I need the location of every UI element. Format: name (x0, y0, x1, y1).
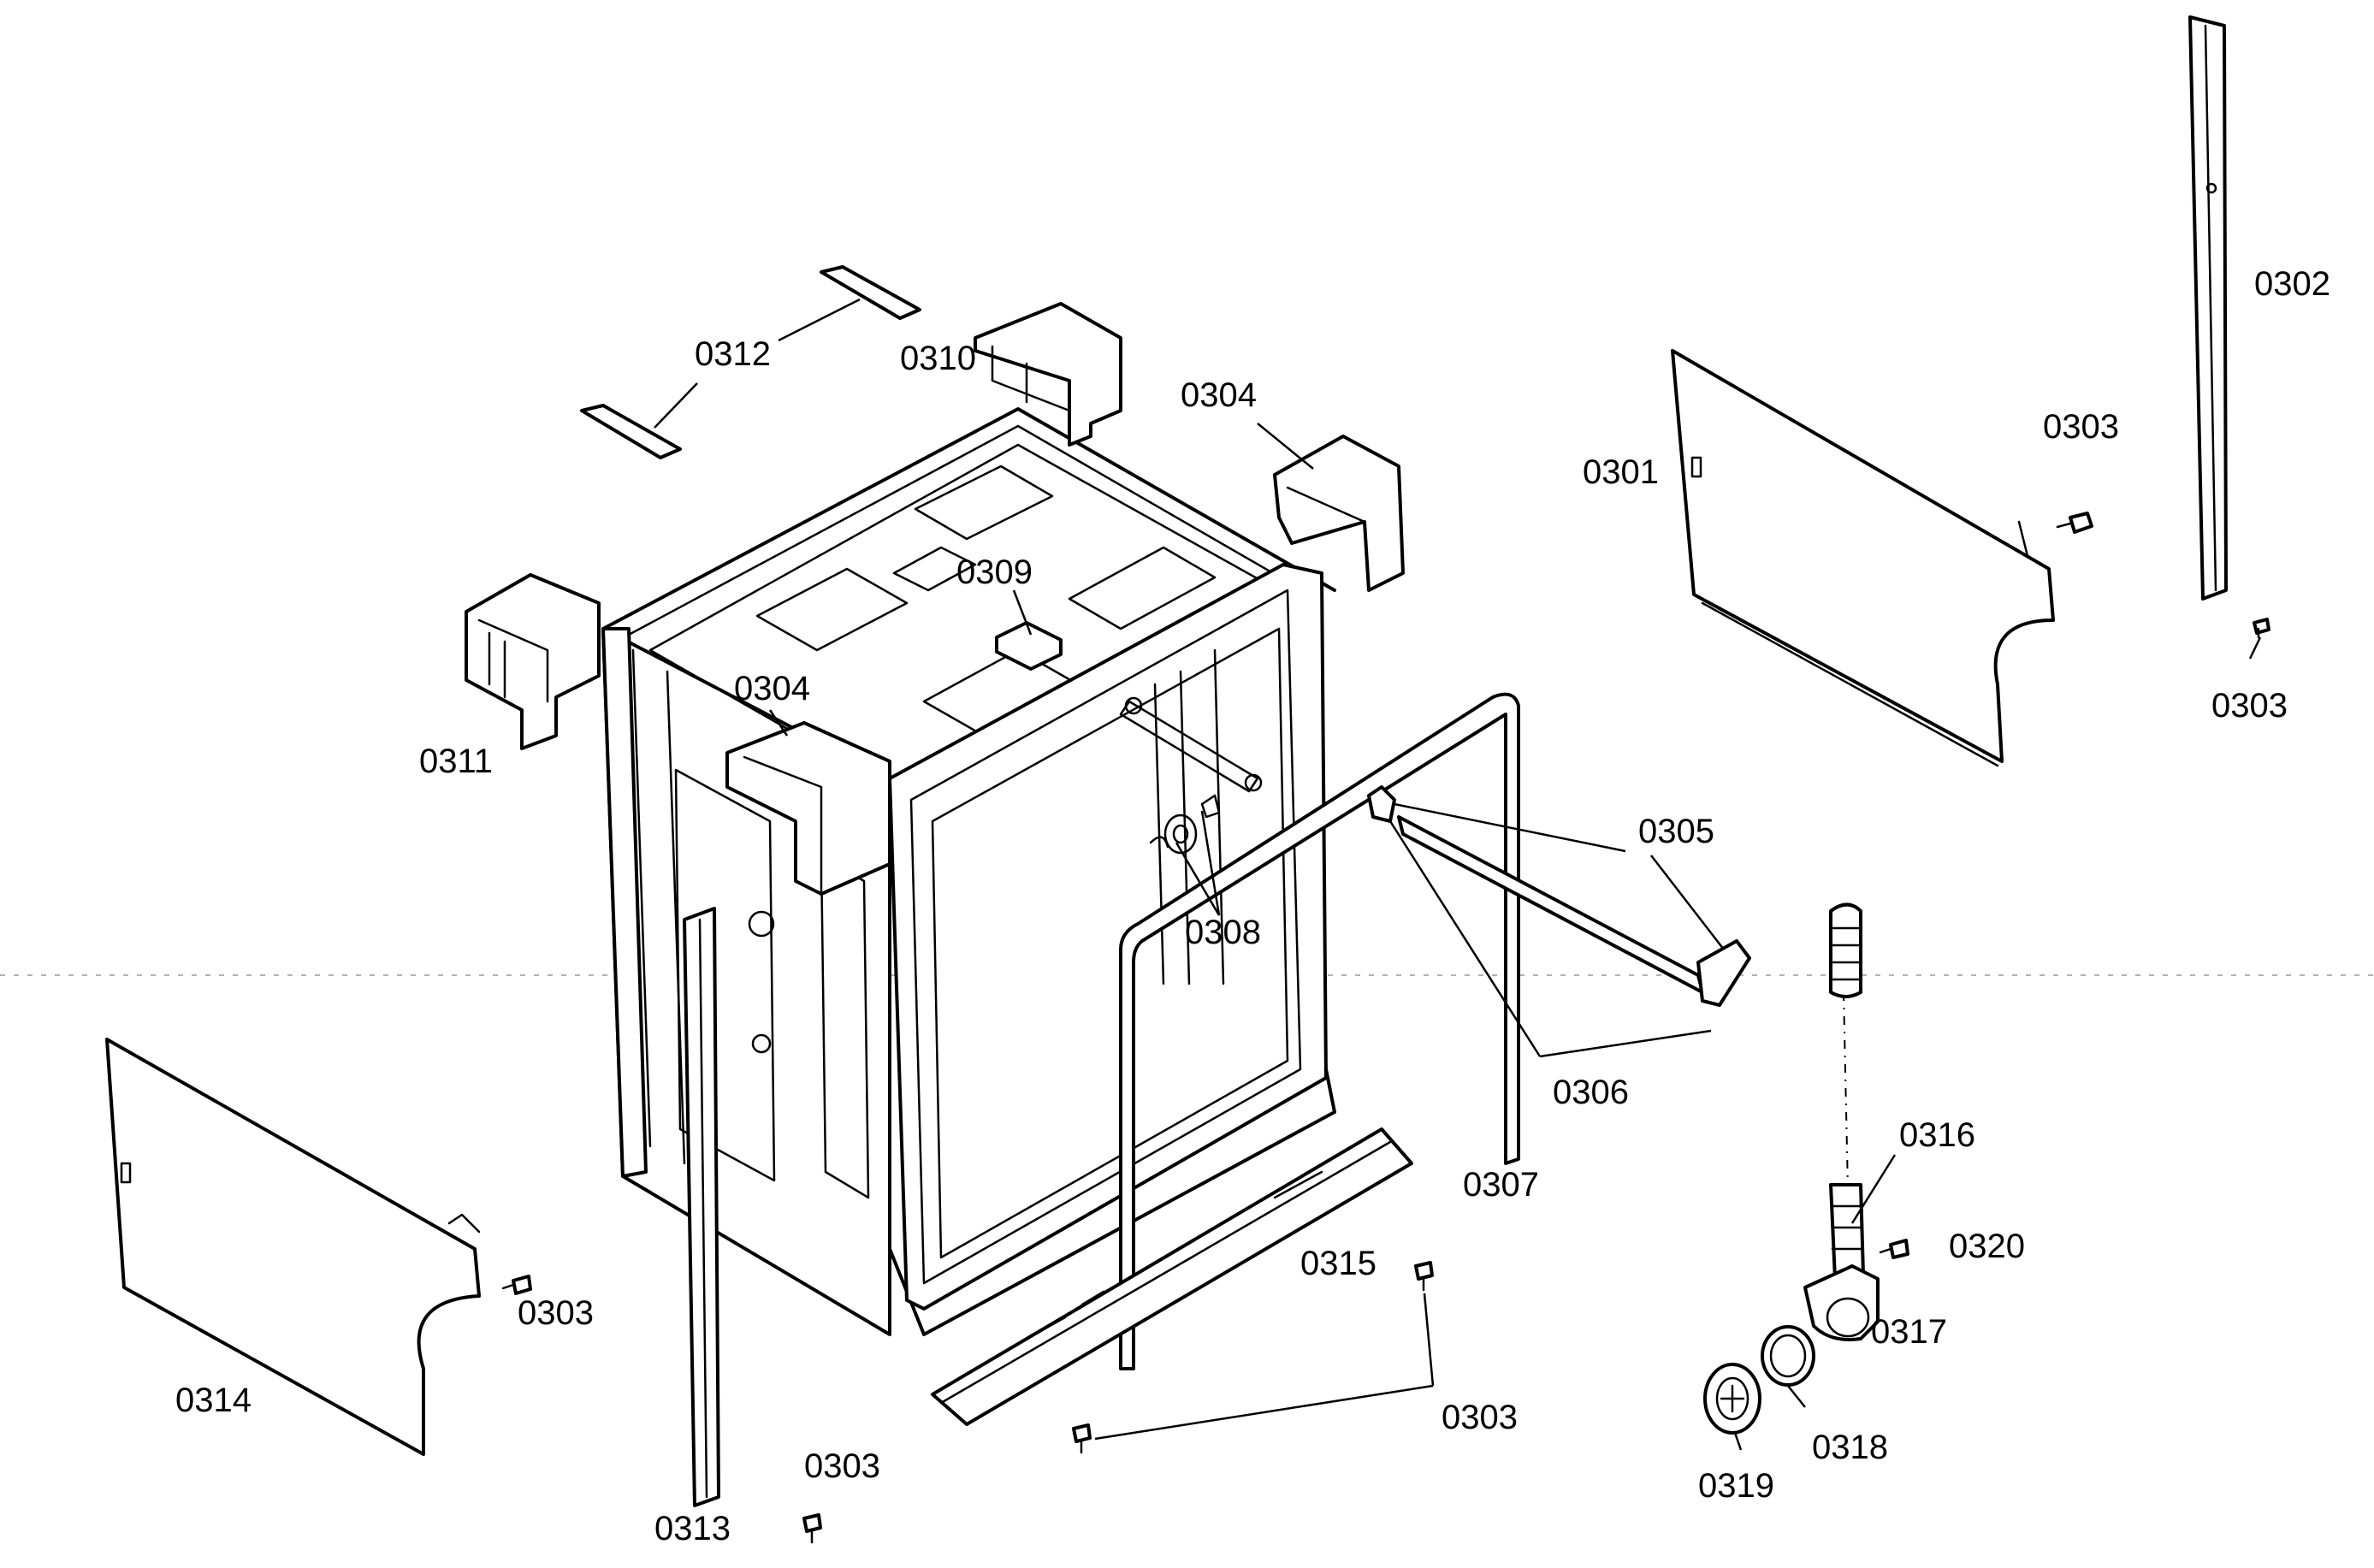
label-0303-a: 0303 (2043, 408, 2119, 446)
label-0303-e: 0303 (804, 1447, 880, 1485)
part-0308 (1149, 794, 1221, 855)
label-0302: 0302 (2254, 265, 2330, 303)
label-0316: 0316 (1899, 1116, 1975, 1154)
leader-lines (654, 298, 2262, 1451)
label-0309: 0309 (956, 553, 1033, 591)
label-0308: 0308 (1185, 914, 1261, 951)
part-0313 (683, 907, 720, 1507)
label-0317: 0317 (1871, 1313, 1947, 1351)
label-0315: 0315 (1300, 1245, 1376, 1282)
label-0310: 0310 (900, 340, 976, 377)
part-labels: 0312 0310 0304 0309 0304 0311 0301 0302 … (175, 265, 2330, 1547)
label-0312: 0312 (695, 335, 771, 373)
part-0315 (931, 1127, 1413, 1426)
label-0303-d: 0303 (518, 1294, 594, 1332)
part-0314 (105, 1038, 481, 1456)
screws (501, 512, 2270, 1544)
label-0305: 0305 (1638, 813, 1714, 850)
tub-body (601, 407, 1336, 1336)
label-0306: 0306 (1553, 1074, 1629, 1111)
label-0319: 0319 (1698, 1467, 1774, 1505)
part-0304-lower (725, 721, 891, 896)
label-0318: 0318 (1812, 1429, 1888, 1466)
label-0311: 0311 (419, 743, 493, 780)
part-0312 (580, 265, 921, 459)
label-0303-b: 0303 (2211, 687, 2288, 725)
label-0314: 0314 (175, 1382, 252, 1419)
drain-assembly (1703, 902, 1880, 1435)
part-0310 (974, 302, 1122, 447)
part-0311 (465, 573, 601, 750)
label-0304-side: 0304 (734, 670, 810, 707)
part-0302 (2188, 15, 2228, 601)
label-0301: 0301 (1583, 453, 1659, 491)
label-0304-top: 0304 (1181, 376, 1257, 414)
part-0301 (1671, 349, 2055, 767)
label-0313: 0313 (654, 1510, 731, 1547)
label-0320: 0320 (1949, 1228, 2025, 1265)
label-0307: 0307 (1463, 1166, 1539, 1204)
label-0303-c: 0303 (1442, 1399, 1518, 1436)
part-0305-rail (1367, 785, 1751, 1007)
part-0307 (1119, 692, 1520, 1370)
part-0304-upper (1273, 435, 1405, 592)
